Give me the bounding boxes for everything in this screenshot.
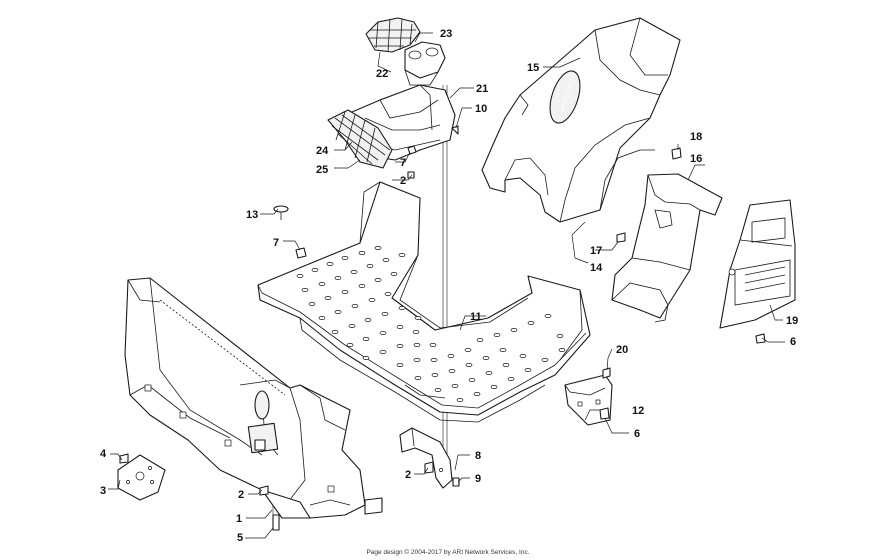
part-1-front-bulkhead[interactable] bbox=[124, 277, 383, 519]
leader-lines bbox=[108, 32, 785, 539]
callout-4: 4 bbox=[100, 448, 107, 460]
callout-13: 13 bbox=[246, 209, 258, 221]
callout-16: 16 bbox=[690, 153, 702, 165]
callout-21: 21 bbox=[476, 83, 488, 95]
callout-3: 3 bbox=[100, 485, 106, 497]
callout-19: 19 bbox=[786, 315, 798, 327]
callout-10: 10 bbox=[475, 103, 487, 115]
part-11-floor-pan[interactable] bbox=[257, 181, 591, 423]
fastener-group bbox=[119, 125, 766, 531]
callout-2c: 2 bbox=[400, 175, 406, 187]
floor-pan-holes bbox=[296, 246, 566, 402]
callout-23: 23 bbox=[440, 28, 452, 40]
callout-24: 24 bbox=[316, 145, 329, 157]
callout-7a: 7 bbox=[400, 157, 406, 169]
part-24-grille[interactable] bbox=[327, 109, 393, 169]
callout-20: 20 bbox=[616, 344, 628, 356]
part-16-rear-panel[interactable] bbox=[611, 173, 723, 323]
callout-7b: 7 bbox=[273, 237, 279, 249]
callout-18: 18 bbox=[690, 131, 702, 143]
callout-2b: 2 bbox=[405, 469, 411, 481]
callout-2a: 2 bbox=[238, 489, 244, 501]
callout-17: 17 bbox=[590, 245, 602, 257]
part-19-side-panel[interactable] bbox=[719, 199, 796, 329]
callout-6a: 6 bbox=[790, 336, 796, 348]
part-15-upper-cover[interactable]: ARCTIC CAT bbox=[481, 17, 681, 223]
callout-9: 9 bbox=[475, 473, 481, 485]
callout-labels: 1 2 2 2 3 4 5 6 6 7 7 8 9 10 11 12 13 14… bbox=[100, 28, 798, 544]
part-22-mesh-cup[interactable] bbox=[365, 17, 421, 53]
callout-14: 14 bbox=[590, 262, 603, 274]
part-13-plug[interactable] bbox=[273, 205, 289, 220]
callout-22: 22 bbox=[376, 68, 388, 80]
callout-5: 5 bbox=[237, 532, 243, 544]
callout-8: 8 bbox=[475, 450, 481, 462]
callout-1: 1 bbox=[236, 513, 242, 525]
part-23-cup-holder[interactable] bbox=[404, 41, 446, 86]
callout-11: 11 bbox=[470, 311, 482, 323]
callout-12: 12 bbox=[632, 405, 644, 417]
callout-25: 25 bbox=[316, 164, 328, 176]
callout-15: 15 bbox=[527, 62, 539, 74]
copyright-notice: Page design © 2004-2017 by ARI Network S… bbox=[366, 549, 530, 556]
part-8-lower-bracket[interactable] bbox=[399, 427, 453, 489]
callout-6b: 6 bbox=[634, 428, 640, 440]
